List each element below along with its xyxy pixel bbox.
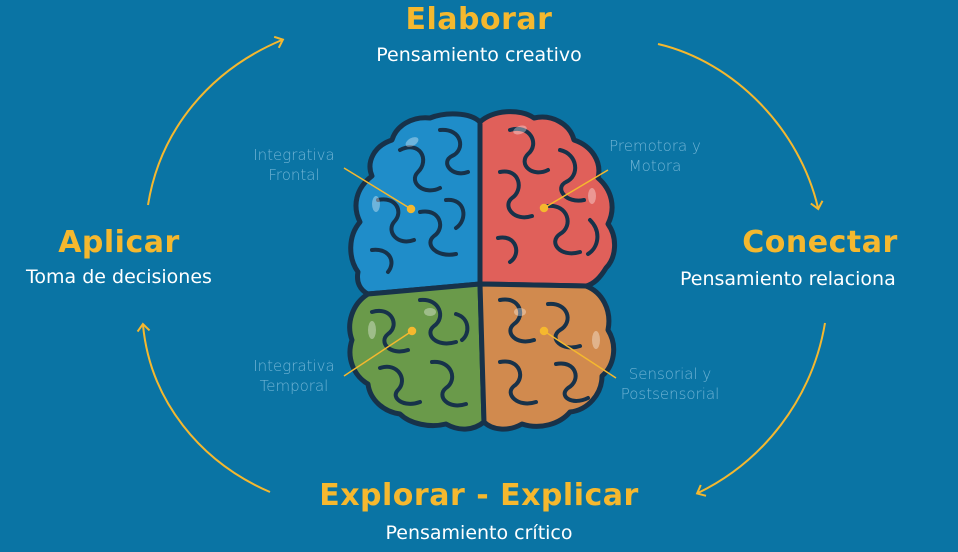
region-label-motor-line1: Premotora y — [609, 137, 701, 155]
arrow-right-to-bottom — [695, 322, 826, 497]
region-label-sensory-line2: Postsensorial — [620, 385, 720, 403]
stage-subtitle-conectar: Pensamiento relaciona — [680, 268, 896, 290]
arrow-bottom-to-left — [136, 322, 271, 493]
region-label-temporal-line2: Temporal — [259, 377, 329, 395]
leader-dot-temporal — [407, 326, 417, 336]
region-label-frontal-line1: Integrativa — [253, 146, 335, 164]
region-label-temporal: Integrativa Temporal — [236, 356, 352, 396]
region-label-sensory: Sensorial y Postsensorial — [602, 364, 738, 404]
brain-illustration — [347, 109, 617, 432]
stage-title-elaborar: Elaborar — [405, 2, 553, 37]
leader-frontal — [343, 167, 412, 210]
stage-subtitle-explorar: Pensamiento crítico — [385, 522, 573, 544]
leader-dot-sensory — [539, 326, 549, 336]
stage-subtitle-aplicar: Toma de decisiones — [26, 266, 212, 288]
leader-motor — [543, 169, 609, 209]
brain-region-temporal — [347, 281, 487, 432]
region-label-frontal-line2: Frontal — [268, 166, 320, 184]
leader-dot-frontal — [406, 204, 416, 214]
arrow-left-to-top — [147, 35, 285, 206]
region-label-temporal-line1: Integrativa — [253, 357, 335, 375]
leader-temporal — [343, 330, 413, 377]
region-label-sensory-line1: Sensorial y — [628, 365, 712, 383]
stage-title-explorar: Explorar - Explicar — [319, 478, 639, 513]
stage-title-conectar: Conectar — [742, 225, 898, 260]
region-label-frontal: Integrativa Frontal — [236, 145, 352, 185]
region-label-motor-line2: Motora — [628, 157, 682, 175]
leader-dot-motor — [539, 203, 549, 213]
stage-title-aplicar: Aplicar — [58, 225, 180, 260]
brain-region-sensory — [477, 281, 617, 432]
region-label-motor: Premotora y Motora — [590, 136, 720, 176]
arrow-top-to-right — [657, 43, 824, 211]
leader-sensory — [543, 330, 617, 379]
stage-subtitle-elaborar: Pensamiento creativo — [376, 44, 582, 66]
